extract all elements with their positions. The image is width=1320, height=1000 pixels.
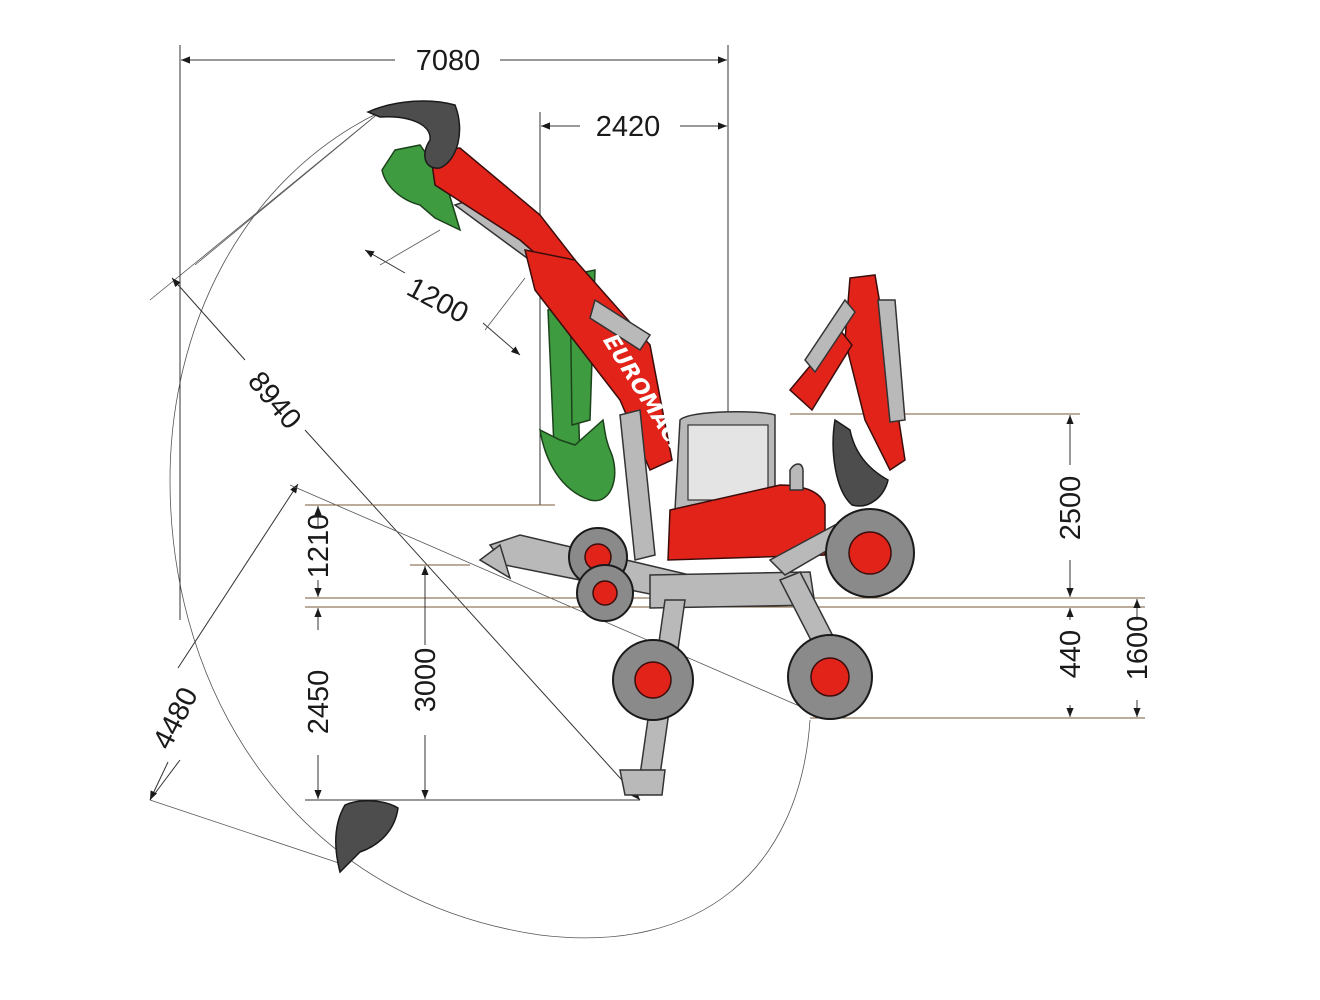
cab-body bbox=[667, 410, 826, 561]
reach-envelope bbox=[149, 111, 811, 939]
dim-label-1600: 1600 bbox=[1122, 616, 1154, 681]
bottom-bucket bbox=[335, 800, 399, 874]
dim-label-1210: 1210 bbox=[303, 514, 335, 579]
dim-label-4480: 4480 bbox=[147, 682, 205, 754]
dimension-7080: 7080 bbox=[179, 45, 729, 620]
dim-label-3000: 3000 bbox=[410, 648, 442, 713]
wheel-front-bottom-left bbox=[576, 564, 634, 622]
dim-label-2450: 2450 bbox=[303, 670, 335, 735]
dim-label-2420: 2420 bbox=[596, 111, 661, 143]
dimension-1200: 1200 bbox=[364, 229, 526, 356]
dimension-2420: 2420 bbox=[539, 111, 727, 505]
wheel-rear-top bbox=[825, 508, 915, 598]
rear-backhoe bbox=[788, 274, 906, 507]
dim-label-8940: 8940 bbox=[241, 366, 307, 436]
wheel-lower-right bbox=[787, 634, 873, 720]
dimension-right-stack: 2500 440 1600 bbox=[790, 413, 1154, 719]
dim-label-7080: 7080 bbox=[416, 45, 481, 77]
wheels bbox=[568, 508, 915, 721]
dim-label-440: 440 bbox=[1055, 630, 1087, 678]
dim-label-1200: 1200 bbox=[402, 272, 474, 331]
dimension-3000: 3000 bbox=[410, 564, 470, 799]
dim-label-2500: 2500 bbox=[1055, 476, 1087, 541]
top-bucket bbox=[366, 100, 461, 169]
wheel-lower-middle bbox=[612, 639, 694, 721]
